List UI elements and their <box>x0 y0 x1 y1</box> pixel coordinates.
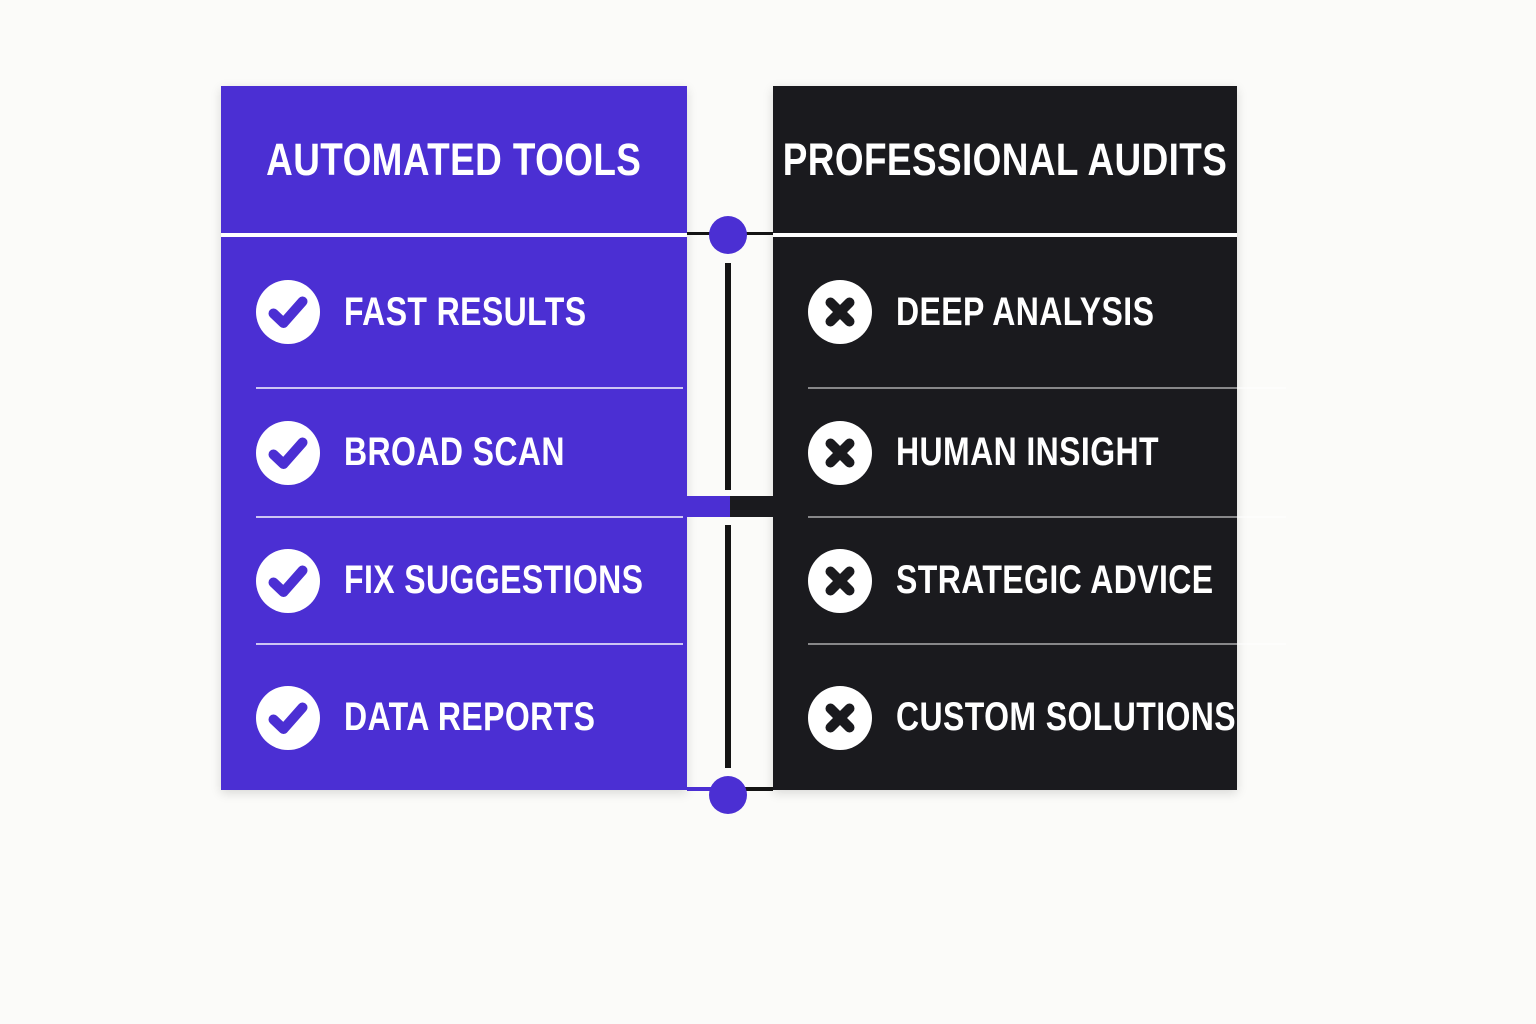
x-icon <box>808 685 872 750</box>
check-icon <box>256 685 320 750</box>
right-header-divider <box>773 233 1237 237</box>
right-panel-title: PROFESSIONAL AUDITS <box>782 133 1228 185</box>
list-item: HUMAN INSIGHT <box>773 389 1321 516</box>
list-item: STRATEGIC ADVICE <box>773 518 1321 643</box>
left-panel-header: AUTOMATED TOOLS <box>221 86 687 233</box>
item-separator <box>256 387 684 389</box>
x-icon <box>808 420 872 485</box>
x-icon <box>808 280 872 344</box>
list-item: FAST RESULTS <box>221 237 718 387</box>
item-separator <box>808 643 1287 645</box>
connector-top-left-line <box>687 232 711 235</box>
item-label: DEEP ANALYSIS <box>896 289 1155 334</box>
item-label: STRATEGIC ADVICE <box>896 558 1214 602</box>
connector-bottom-left-line <box>687 787 711 791</box>
item-label: BROAD SCAN <box>344 430 565 474</box>
list-item: DEEP ANALYSIS <box>773 237 1321 387</box>
check-icon <box>256 420 320 485</box>
professional-audits-panel: PROFESSIONAL AUDITS DEEP ANALYSIS HUMAN … <box>773 86 1287 790</box>
automated-tools-panel: AUTOMATED TOOLS FAST RESULTS BROAD SCAN <box>221 86 687 790</box>
list-item: FIX SUGGESTIONS <box>221 518 718 643</box>
list-item: BROAD SCAN <box>221 389 718 516</box>
connector-bottom-dot <box>709 776 747 814</box>
item-label: FAST RESULTS <box>344 289 587 334</box>
connector-top-dot <box>709 216 747 254</box>
item-label: FIX SUGGESTIONS <box>344 558 644 602</box>
connector-crossbar-purple <box>687 496 730 517</box>
item-label: HUMAN INSIGHT <box>896 430 1159 474</box>
item-separator <box>256 516 684 518</box>
x-icon <box>808 548 872 613</box>
check-icon <box>256 280 320 344</box>
item-label: DATA REPORTS <box>344 695 596 739</box>
connector-crossbar-black <box>730 496 773 517</box>
connector-vertical-line-upper <box>725 263 731 490</box>
connector-vertical-line-lower <box>725 525 731 768</box>
right-panel-items: DEEP ANALYSIS HUMAN INSIGHT STRATEGIC AD… <box>773 237 1287 790</box>
list-item: DATA REPORTS <box>221 645 718 790</box>
list-item: CUSTOM SOLUTIONS <box>773 645 1321 790</box>
check-icon <box>256 548 320 613</box>
item-separator <box>808 387 1287 389</box>
connector-bottom-right-line <box>745 787 773 791</box>
item-label: CUSTOM SOLUTIONS <box>896 695 1237 739</box>
left-header-divider <box>221 233 687 237</box>
left-panel-items: FAST RESULTS BROAD SCAN FIX SUGGESTIONS <box>221 237 687 790</box>
left-panel-title: AUTOMATED TOOLS <box>266 133 642 185</box>
item-separator <box>808 516 1287 518</box>
right-panel-header: PROFESSIONAL AUDITS <box>773 86 1237 233</box>
connector-top-right-line <box>745 232 773 235</box>
item-separator <box>256 643 684 645</box>
